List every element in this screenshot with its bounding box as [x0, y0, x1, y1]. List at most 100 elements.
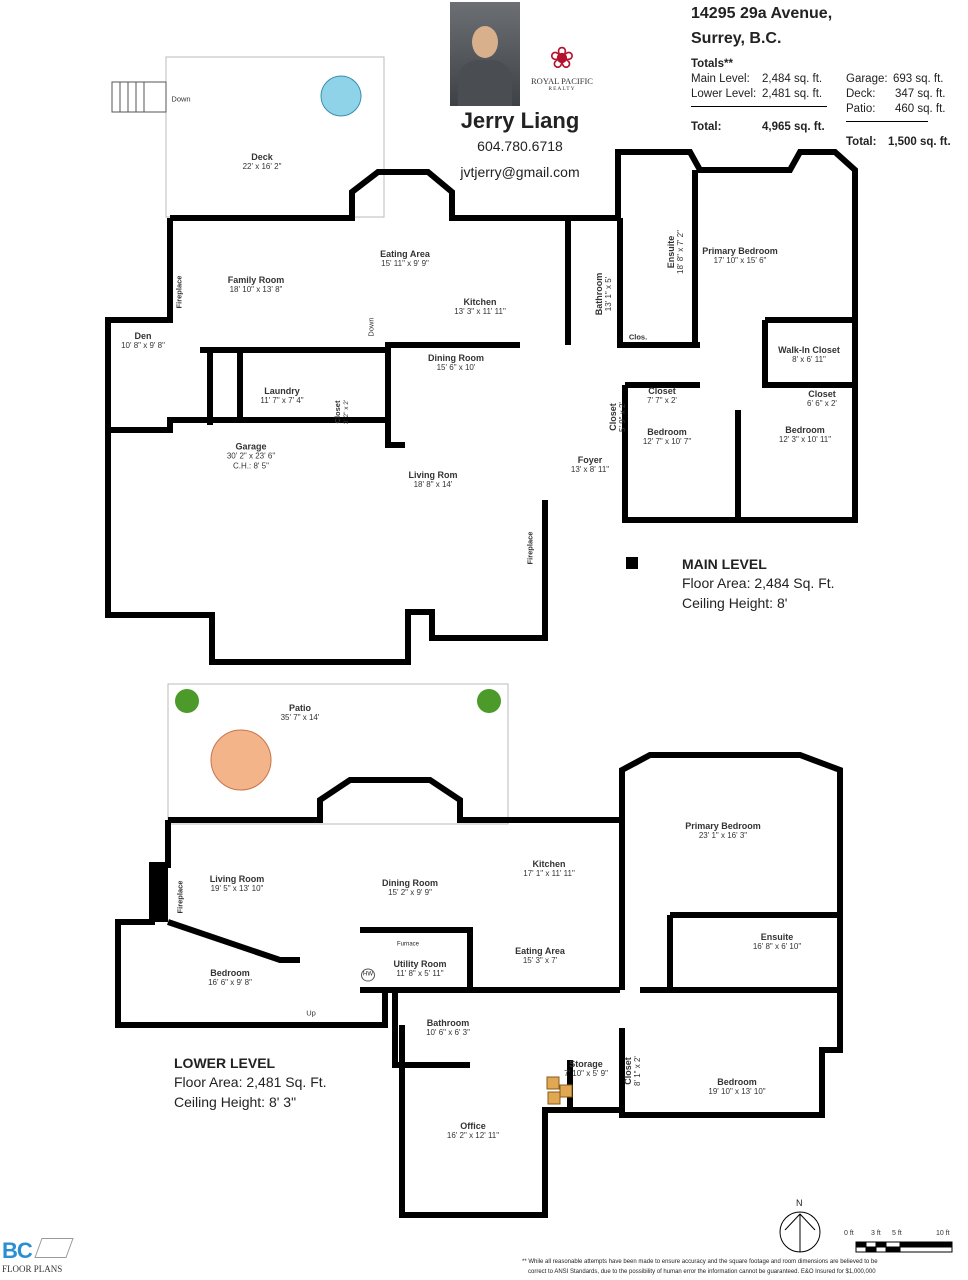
brokerage-name: ROYAL PACIFIC [531, 76, 593, 86]
main-level-label: Main Level: [691, 73, 750, 85]
room-name: Closet [623, 1057, 634, 1085]
room-name: Bathroom [426, 1018, 470, 1029]
bc-floor-plans-logo: BC FLOOR PLANS [2, 1238, 74, 1274]
room-name: Office [460, 1121, 486, 1132]
room-name: Primary Bedroom [685, 821, 761, 832]
room-dim: 12' 7" x 10' 7" [642, 437, 692, 447]
room-name: Den [134, 331, 152, 342]
deck-stairs-down-label: Down [171, 94, 191, 104]
agent-email[interactable]: jvtjerry@gmail.com [460, 164, 580, 180]
stairs-down-label: Down [366, 317, 376, 337]
main-level-walls [105, 149, 858, 665]
room-name: Living Room [209, 874, 265, 885]
disclaimer-line-1: ** While all reasonable attempts have be… [522, 1259, 878, 1265]
room-dim: 10' 8" x 9' 8" [121, 341, 165, 351]
room-dim: 13' x 8' 11" [570, 465, 610, 475]
room-name: Bedroom [210, 968, 250, 979]
room-name: Closet [332, 400, 342, 424]
main-level-ceiling: Ceiling Height: 8' [682, 595, 788, 611]
patio-label: Patio: [846, 103, 876, 115]
room-dim: 15' 6" x 10' [436, 363, 476, 373]
totals-heading: Totals** [691, 58, 733, 70]
address-line-2: Surrey, B.C. [691, 30, 782, 47]
room-name: Foyer [577, 455, 603, 466]
room-dim: 18' 10" x 13' 8" [229, 285, 283, 295]
disclaimer-line-2: correct to ANSI Standards, due to the po… [528, 1269, 876, 1275]
lower-level-label: Lower Level: [691, 88, 757, 100]
deck-stairs [111, 81, 167, 113]
room-ceiling: C.H.: 8' 5" [233, 461, 269, 471]
fireplace-label: Fireplace [174, 275, 184, 309]
main-level-marker [626, 557, 638, 569]
room-name: Eating Area [380, 249, 430, 260]
room-name: Bedroom [785, 425, 825, 436]
room-dim: 7' 10" x 5' 9" [564, 1069, 608, 1079]
room-dim: 35' 7" x 14' [280, 713, 320, 723]
room-name: Ensuite [666, 235, 677, 269]
agent-suit [458, 60, 512, 106]
extras-divider [846, 121, 928, 122]
room-name: Utility Room [393, 959, 447, 970]
room-name: Family Room [227, 275, 285, 286]
room-dim: 19' 10" x 13' 10" [708, 1087, 766, 1097]
plant-icon [477, 689, 501, 713]
main-level-title: MAIN LEVEL [682, 556, 767, 572]
room-name: Laundry [264, 386, 300, 397]
room-name: Kitchen [532, 859, 566, 870]
room-dim: 17' 1" x 11' 11" [523, 869, 575, 879]
patio-table-umbrella [210, 729, 272, 791]
room-dim: 5' 9" x 2' [618, 402, 628, 432]
furnace-label: Furnace [396, 941, 420, 948]
room-name: Bedroom [647, 427, 687, 438]
room-dim: 13' 1" x 5' [604, 276, 614, 312]
room-dim: 16' 2" x 12' 11" [446, 1131, 500, 1141]
room-name: Living Rom [408, 470, 458, 481]
room-name: Dining Room [428, 353, 484, 364]
maple-leaf-icon: ❀ [549, 42, 575, 75]
lower-level-ceiling: Ceiling Height: 8' 3" [174, 1094, 297, 1110]
room-name: Walk-In Closet [778, 345, 840, 356]
deck-table-umbrella [320, 75, 362, 117]
room-dim: 15' 11" x 9' 9" [381, 259, 429, 269]
room-name: Ensuite [760, 932, 794, 943]
garage-label: Garage: [846, 73, 888, 85]
brokerage-sub: REALTY [548, 86, 576, 92]
total-value: 4,965 sq. ft. [762, 121, 825, 133]
room-dim: 7' 7" x 2' [647, 396, 677, 406]
compass-north-label: N [796, 1198, 803, 1208]
room-dim: 10' 6" x 6' 3" [426, 1028, 470, 1038]
room-dim: 8' x 6' 11" [792, 355, 826, 365]
logo-text: FLOOR PLANS [2, 1264, 63, 1274]
lower-level-floor-area: Floor Area: 2,481 Sq. Ft. [174, 1074, 327, 1090]
logo-initials: BC [2, 1238, 33, 1263]
room-dim: 6' 6" x 2' [807, 399, 837, 409]
lower-level-value: 2,481 sq. ft. [762, 88, 823, 100]
agent-phone[interactable]: 604.780.6718 [477, 138, 563, 154]
agent-name: Jerry Liang [460, 108, 580, 133]
room-dim: 11' 7" x 7' 4" [260, 396, 304, 406]
patio-value: 460 sq. ft. [895, 103, 946, 115]
deck-label: Deck: [846, 88, 876, 100]
room-name: Garage [235, 441, 267, 452]
hot-water-label: HW [361, 968, 375, 982]
room-name: Patio [288, 703, 311, 714]
